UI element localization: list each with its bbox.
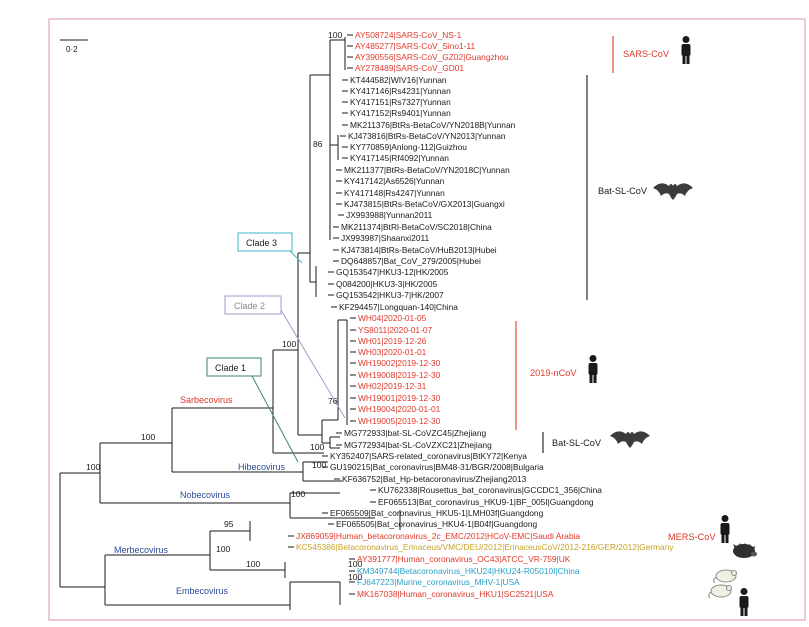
tip-label: EF065513|Bat_coronavirus_HKU9-1|BF_005I|… [378, 497, 594, 507]
tip-label: KM349744|Betacoronavirus_HKU24|HKU24-R05… [357, 566, 580, 576]
clade-2-label: Clade 2 [234, 301, 265, 311]
tip-label: AY485277|SARS-CoV_Sino1-11 [355, 41, 475, 51]
human-icon [720, 515, 730, 543]
bootstrap-value: 100 [348, 572, 363, 582]
tip-label: WH19001|2019-12-30 [358, 393, 441, 403]
tip-label: WH19002|2019-12-30 [358, 358, 441, 368]
group-label-mers-cov: MERS-CoV [668, 532, 716, 542]
genus-label-embecovirus: Embecovirus [176, 586, 229, 596]
bootstrap-value: 86 [313, 139, 323, 149]
tip-label: GU190215|Bat_coronavirus|BM48-31/BGR/200… [330, 462, 544, 472]
clade-3-pointer [289, 250, 303, 264]
tip-label: KY417146|Rs4231|Yunnan [350, 86, 451, 96]
bootstrap-value: 76 [328, 396, 338, 406]
tip-label: JX993988|Yunnan2011 [346, 210, 433, 220]
bootstrap-value: 100 [86, 462, 101, 472]
human-icon [588, 355, 598, 383]
bootstrap-value: 100 [348, 559, 363, 569]
bootstrap-value: 100 [141, 432, 156, 442]
tip-label: MK211376|BtRs-BetaCoV/YN2018B|Yunnan [350, 120, 516, 130]
tip-label: MK211377|BtRs-BetaCoV/YN2018C|Yunnan [344, 165, 510, 175]
tip-label: KT444582|WIV16|Yunnan [350, 75, 447, 85]
bootstrap-value: 100 [328, 30, 343, 40]
tip-label: KF294457|Longquan-140|China [339, 302, 458, 312]
clade-1-label: Clade 1 [215, 363, 246, 373]
clade-1-box [206, 357, 262, 377]
tip-label: KJ473816|BtRs-BetaCoV/YN2013|Yunnan [348, 131, 506, 141]
tip-label: EF065509|Bat_coronavirus_HKU5-1|LMH03f|G… [330, 508, 544, 518]
genus-label-merbecovirus: Merbecovirus [114, 545, 169, 555]
tip-label: JX993987|Shaanxi2011 [341, 233, 430, 243]
tip-label: KY417151|Rs7327|Yunnan [350, 97, 451, 107]
group-label-bat-sl-cov-2: Bat-SL-CoV [552, 438, 602, 448]
tip-label: WH04|2020-01-05 [358, 313, 427, 323]
tip-label: WH19005|2019-12-30 [358, 416, 441, 426]
clade-3-label: Clade 3 [246, 238, 277, 248]
tip-label: JX869059|Human_betacoronavirus_2c_EMC/20… [296, 531, 580, 541]
tip-label: KY417145|Rf4092|Yunnan [350, 153, 449, 163]
bootstrap-value: 100 [310, 442, 325, 452]
bat-icon [653, 183, 693, 200]
tip-label: KY417142|As6526|Yunnan [344, 176, 445, 186]
tip-label: KC545386|Betacoronavirus_Erinaceus/VMC/D… [296, 542, 674, 552]
genus-label-hibecovirus: Hibecovirus [238, 462, 286, 472]
group-label-sars-cov: SARS-CoV [623, 49, 670, 59]
clade-2-pointer [280, 309, 346, 419]
tip-label: KJ473815|BtRs-BetaCoV/GX2013|Guangxi [344, 199, 505, 209]
tip-label: YS8011|2020-01-07 [358, 325, 433, 335]
tip-label: KY417148|Rs4247|Yunnan [344, 188, 445, 198]
tip-label: AY391777|Human_coronavirus_OC43|ATCC_VR-… [357, 554, 571, 564]
bootstrap-value: 100 [246, 559, 261, 569]
tip-label: AY508724|SARS-CoV_NS-1 [355, 30, 462, 40]
tip-label: WH19008|2019-12-30 [358, 370, 441, 380]
tip-label: MK167038|Human_coronavirus_HKU1|SC2521|U… [357, 589, 554, 599]
bootstrap-value: 100 [312, 460, 327, 470]
tip-label: WH01|2019-12-26 [358, 336, 427, 346]
group-label-2019-ncov: 2019-nCoV [530, 368, 577, 378]
tip-labels: AY508724|SARS-CoV_NS-1AY485277|SARS-CoV_… [288, 30, 674, 599]
tip-label: MG772934|bat-SL-CoVZXC21|Zhejiang [344, 440, 492, 450]
tip-label: MG772933|bat-SL-CoVZC45|Zhejiang [344, 428, 486, 438]
bootstrap-value: 100 [216, 544, 231, 554]
bootstrap-value: 100 [282, 339, 297, 349]
tip-label: KU762338|Rousettus_bat_coronavirus|GCCDC… [378, 485, 602, 495]
tip-label: WH02|2019-12-31 [358, 381, 427, 391]
genus-label-nobecovirus: Nobecovirus [180, 490, 231, 500]
bootstrap-values: 100 86 100 76 100 100 100 100 100 95 100… [86, 30, 363, 582]
clade-2-box [224, 295, 282, 315]
tip-label: GQ153542|HKU3-7|HK/2007 [336, 290, 444, 300]
tip-label: KY417152|Rs9401|Yunnan [350, 108, 451, 118]
tree-branches [59, 37, 401, 610]
human-icon [739, 588, 749, 616]
clade-1-pointer [251, 375, 299, 463]
bootstrap-value: 100 [291, 489, 306, 499]
human-icon [681, 36, 691, 64]
bat-icon [610, 431, 650, 448]
tip-label: Q084200|HKU3-3|HK/2005 [336, 279, 438, 289]
tip-label: KJ473814|BtRs-BetaCoV/HuB2013|Hubei [341, 245, 497, 255]
tip-label: MK211374|BtRl-BetaCoV/SC2018|China [341, 222, 492, 232]
tip-label: AY278489|SARS-CoV_GD01 [355, 63, 464, 73]
tip-label: KY770859|Anlong-112|Guizhou [350, 142, 467, 152]
tip-label: EF065505|Bat_coronavirus_HKU4-1|B04f|Gua… [336, 519, 537, 529]
mouse-icon [713, 569, 737, 584]
tip-label: AY390556|SARS-CoV_GZ02|Guangzhou [355, 52, 509, 62]
clade-3-box [237, 232, 293, 252]
tip-label: WH03|2020-01-01 [358, 347, 427, 357]
scale-bar-label: 0·2 [66, 45, 78, 54]
tip-label: WH19004|2020-01-01 [358, 404, 441, 414]
tip-label: DQ648857|Bat_CoV_279/2005|Hubei [341, 256, 481, 266]
group-label-bat-sl-cov: Bat-SL-CoV [598, 186, 648, 196]
tip-label: GQ153547|HKU3-12|HK/2005 [336, 267, 449, 277]
tip-label: KY352407|SARS-related_coronavirus|BtKY72… [330, 451, 527, 461]
bootstrap-value: 95 [224, 519, 234, 529]
mouse-icon [708, 584, 732, 599]
tip-label: KF636752|Bat_Hp-betacoronavirus/Zhejiang… [342, 474, 527, 484]
figure-frame [48, 18, 806, 621]
hedgehog-icon [733, 543, 757, 558]
genus-label-sarbecovirus: Sarbecovirus [180, 395, 233, 405]
tip-label: FJ647223|Murine_coronavirus_MHV-1|USA [357, 577, 520, 587]
